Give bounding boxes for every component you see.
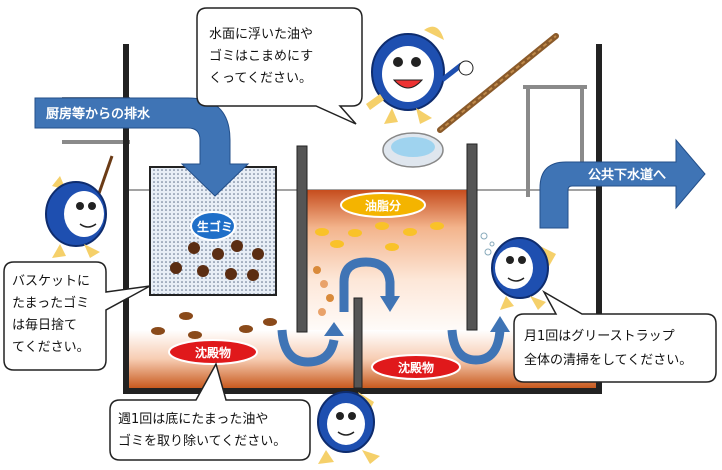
sediment-right-badge: 沈殿物 (371, 354, 461, 380)
bubble-right: 月1回はグリーストラップ 全体の清掃をしてください。 (513, 290, 717, 383)
skimmer-ladle-icon (382, 33, 559, 168)
grease-badge: 油脂分 (340, 192, 426, 218)
sediment-left-label: 沈殿物 (195, 345, 231, 360)
bubble-bottom-line-2: ゴミを取り除いてください。 (118, 433, 286, 449)
mascot-top-icon (366, 26, 474, 124)
mascot-bottom-icon (317, 391, 380, 464)
sediment-particles (151, 312, 277, 339)
grease-particles (313, 222, 444, 316)
food-waste-particles (170, 240, 264, 281)
bubble-left: バスケットに たまったゴミ は毎日捨て てください。 (3, 261, 151, 371)
flow-arrowheads (324, 296, 510, 336)
inflow-label: 厨房等からの排水 (46, 106, 151, 122)
bubble-top-line-3: くってください。 (209, 71, 312, 86)
bubble-top: 水面に浮いた油や ゴミはこまめにす くってください。 (196, 7, 363, 125)
grease-label: 油脂分 (365, 198, 401, 213)
bubble-right-line-1: 月1回はグリーストラップ (524, 329, 675, 344)
bubble-right-line-2: 全体の清掃をしてください。 (524, 352, 692, 368)
food-waste-badge: 生ゴミ (190, 211, 236, 241)
bubble-top-line-2: ゴミはこまめにす (209, 48, 313, 64)
bubble-left-line-1: バスケットに (12, 274, 90, 289)
outflow-arrow (539, 138, 706, 229)
sediment-right-label: 沈殿物 (398, 360, 434, 375)
mascot-right-icon (480, 232, 556, 310)
mascot-left-icon (45, 155, 114, 258)
bubble-bottom-line-1: 週1回は底にたまった油や (118, 411, 268, 427)
bubble-bottom: 週1回は底にたまった油や ゴミを取り除いてください。 (109, 362, 311, 461)
bubble-left-line-4: てください。 (12, 340, 90, 355)
dividers (296, 143, 478, 389)
bubble-top-line-1: 水面に浮いた油や (209, 27, 313, 42)
bubble-left-line-3: は毎日捨て (12, 317, 77, 333)
food-waste-label: 生ゴミ (197, 219, 233, 234)
bubble-left-line-2: たまったゴミ (12, 295, 89, 311)
sediment-left-badge: 沈殿物 (168, 339, 258, 365)
outflow-pipe (523, 85, 587, 197)
flow-arrows (277, 257, 505, 367)
outflow-label: 公共下水道へ (588, 167, 666, 183)
